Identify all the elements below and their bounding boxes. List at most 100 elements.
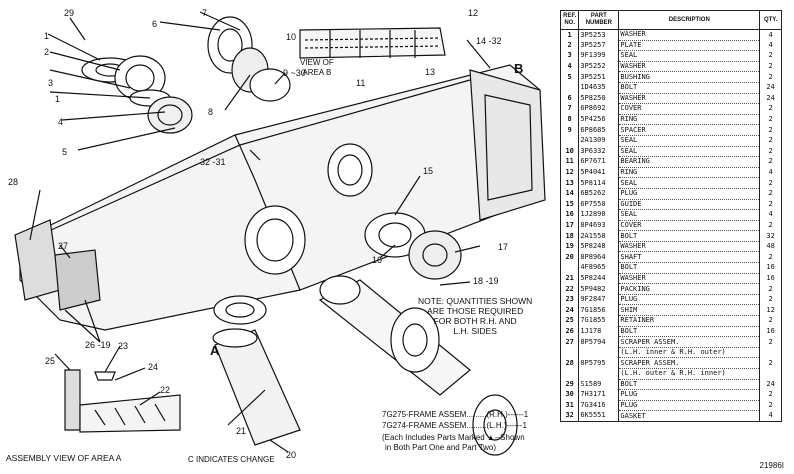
- description-cell: RETAINER: [618, 315, 761, 327]
- cover-17: [408, 230, 462, 280]
- ref-cell: 23: [559, 294, 580, 305]
- ref-cell: 25: [559, 315, 580, 327]
- part-number-cell: 7G1856: [578, 304, 620, 316]
- part-number-cell: 3P5257: [578, 40, 620, 51]
- qty-cell: 2: [759, 177, 782, 189]
- ref-cell: 3: [559, 50, 580, 62]
- callout-6: 6: [152, 19, 158, 29]
- qty-cell: 2: [759, 156, 782, 168]
- qty-cell: 2: [759, 220, 782, 231]
- callout-12: 12: [468, 8, 479, 18]
- part-number-cell: 3P5252: [578, 61, 620, 72]
- ref-cell: 12: [559, 167, 580, 178]
- callout-25: 25: [45, 356, 56, 366]
- description-cell: BEARING: [618, 156, 761, 168]
- description-cell: WASHER: [618, 93, 761, 105]
- ref-cell: 26: [559, 326, 580, 337]
- description-cell: SPACER: [618, 124, 761, 136]
- part-number-cell: 4F8965: [578, 262, 620, 274]
- part-number-cell: 6P8685: [578, 124, 620, 136]
- callout-21: 21: [236, 426, 247, 436]
- qty-cell: 4: [759, 167, 782, 178]
- ref-cell: 7: [559, 103, 580, 115]
- qty-cell: 2: [759, 188, 782, 199]
- qty-cell: 2: [759, 400, 782, 411]
- callout-10: 10: [286, 32, 297, 42]
- qty-cell: 2: [759, 71, 782, 83]
- ref-cell: 21: [559, 273, 580, 284]
- qty-cell: [759, 368, 782, 380]
- part-number-cell: 7G3416: [578, 400, 620, 411]
- part-number-cell: 8P4693: [578, 220, 620, 231]
- qty-cell: 16: [759, 326, 782, 337]
- callout-area-a: A: [210, 343, 220, 358]
- callout-16: 16: [372, 255, 383, 265]
- part-number-cell: 6P7550: [578, 199, 620, 210]
- part-number-cell: 1D4635: [578, 82, 620, 94]
- callout-4: 4: [58, 117, 64, 127]
- callout-20: 20: [286, 450, 297, 460]
- qty-cell: 2: [759, 251, 782, 263]
- spacer-9: [249, 68, 291, 102]
- ref-cell: 32: [559, 410, 580, 422]
- ref-cell: 27: [559, 336, 580, 348]
- ref-cell: 18: [559, 230, 580, 242]
- area-a-shim: [79, 394, 181, 433]
- callout-28: 28: [8, 177, 19, 187]
- callout-11: 11: [356, 78, 366, 88]
- part-number-cell: 8P8964: [578, 251, 620, 263]
- description-cell: PLUG: [618, 400, 761, 412]
- qty-cell: 2: [759, 50, 782, 62]
- part-number-cell: 5P4041: [578, 167, 620, 178]
- ref-cell: 11: [559, 156, 580, 168]
- end-ring: [472, 394, 518, 456]
- callout-13: 13: [425, 67, 436, 77]
- frame-assem-lh: 7G274-FRAME ASSEM.........(L.H.)------1: [382, 421, 527, 430]
- part-number-cell: S1589: [578, 379, 620, 390]
- description-cell: GASKET: [618, 410, 761, 422]
- description-cell: SHIM: [618, 304, 761, 317]
- ref-cell: 1: [559, 29, 580, 41]
- part-number-cell: 1J2890: [578, 209, 620, 221]
- ref-cell: [559, 82, 580, 94]
- description-cell: COVER: [618, 103, 761, 115]
- description-cell: RING: [618, 114, 761, 126]
- description-cell: BOLT: [618, 82, 761, 94]
- part-number-cell: 3P6332: [578, 146, 620, 157]
- description-cell: BOLT: [618, 230, 761, 242]
- description-cell: BOLT: [618, 379, 761, 391]
- qty-cell: 2: [759, 135, 782, 147]
- callout-23: 23: [118, 341, 129, 351]
- description-cell: SEAL: [618, 50, 761, 62]
- frame-end-box: [469, 69, 546, 221]
- description-cell: BUSHING: [618, 71, 761, 83]
- qty-cell: 4: [759, 29, 782, 41]
- assembly-view-label: ASSEMBLY VIEW OF AREA A: [6, 453, 122, 463]
- callout-17: 17: [498, 242, 509, 252]
- qty-cell: 24: [759, 82, 782, 94]
- callout-1: 1: [44, 31, 50, 41]
- ref-cell: 10: [559, 146, 580, 157]
- qty-cell: 32: [759, 230, 782, 242]
- callout-15: 15: [423, 166, 434, 176]
- ref-cell: 31: [559, 400, 580, 411]
- callout-5: 5: [62, 147, 68, 157]
- qty-cell: 4: [759, 410, 782, 422]
- part-number-cell: 2A1309: [578, 135, 620, 147]
- qty-cell: 4: [759, 40, 782, 51]
- header-part-number: PART NUMBER: [578, 10, 620, 30]
- description-cell: PLUG: [618, 188, 761, 200]
- scraper-27: [54, 249, 101, 311]
